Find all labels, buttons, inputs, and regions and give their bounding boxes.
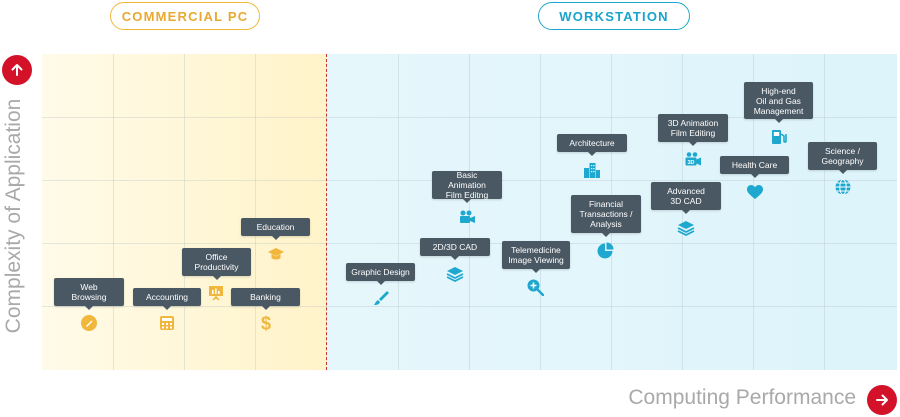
grid-line	[184, 54, 185, 370]
3d-camera-icon: 3D	[684, 150, 702, 168]
magnifier-plus-icon	[526, 278, 544, 296]
app-label-basic-animation: Basic Animation Film Editng	[432, 170, 502, 203]
app-label-3d-animation: 3D Animation Film Editing	[658, 114, 728, 146]
app-label-telemedicine: Telemedicine Image Viewing	[502, 241, 570, 273]
app-label-science: Science / Geography	[808, 142, 877, 174]
globe-icon	[834, 178, 852, 196]
app-label-advanced-cad: Advanced 3D CAD	[651, 182, 721, 214]
app-label-education: Education	[241, 218, 310, 240]
video-camera-icon	[458, 208, 476, 226]
y-axis-title: Complexity of Application	[2, 98, 25, 334]
grid-line	[824, 54, 825, 370]
app-label-web-browsing: Web Browsing	[54, 278, 124, 310]
app-label-health-care: Health Care	[720, 156, 789, 178]
app-label-2d3d-cad: 2D/3D CAD	[420, 238, 490, 260]
app-label-financial: Financial Transactions / Analysis	[571, 195, 641, 237]
graduation-cap-icon	[267, 245, 285, 263]
grid-line	[753, 54, 754, 370]
grid-line	[540, 54, 541, 370]
svg-text:$: $	[261, 314, 271, 332]
svg-text:3D: 3D	[687, 160, 694, 166]
app-label-oil-gas: High-end Oil and Gas Management	[744, 82, 813, 123]
buildings-icon	[583, 161, 601, 179]
grid-line	[42, 117, 897, 118]
heart-icon	[746, 183, 764, 201]
layers-icon	[677, 219, 695, 237]
calculator-icon	[158, 314, 176, 332]
x-axis-title: Computing Performance	[628, 386, 856, 409]
app-label-banking: Banking	[231, 288, 300, 310]
app-label-architecture: Architecture	[557, 134, 627, 156]
pen-icon	[80, 314, 98, 332]
pie-chart-icon	[596, 242, 614, 260]
commercial-pc-header: COMMERCIAL PC	[110, 2, 260, 30]
segment-divider	[326, 54, 327, 370]
arrow-up-icon	[2, 55, 32, 85]
app-label-accounting: Accounting	[133, 288, 201, 310]
brush-icon	[372, 289, 390, 307]
grid-line	[255, 54, 256, 370]
grid-line	[398, 54, 399, 370]
layers-icon	[446, 265, 464, 283]
presentation-icon	[207, 284, 225, 302]
app-label-office-productivity: Office Productivity	[182, 248, 251, 280]
grid-line	[42, 306, 897, 307]
fuel-pump-icon	[770, 128, 788, 146]
grid-line	[113, 54, 114, 370]
dollar-icon: $	[257, 314, 275, 332]
arrow-right-icon	[867, 385, 897, 415]
workstation-header: WORKSTATION	[538, 2, 690, 30]
app-label-graphic-design: Graphic Design	[346, 263, 415, 285]
